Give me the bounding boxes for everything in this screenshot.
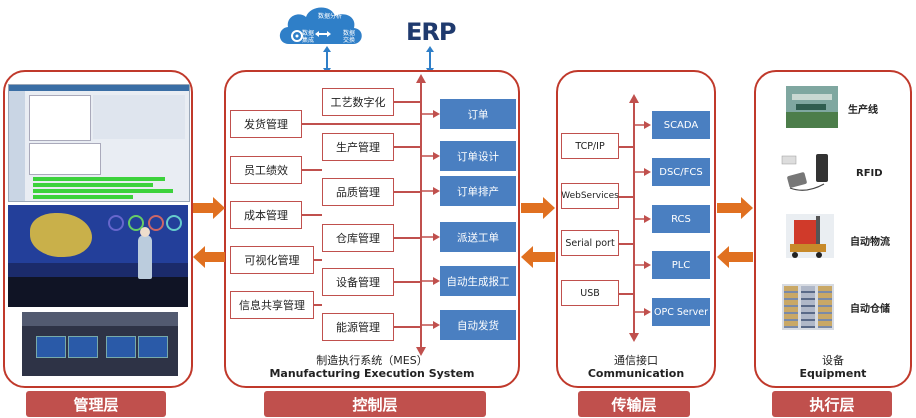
mes-right-item: 订单设计 [440, 141, 516, 171]
comm-right-item: SCADA [652, 111, 710, 139]
mes-caption-cn: 制造执行系统（MES） [316, 354, 428, 367]
comm-bus-arrow-down [629, 333, 639, 342]
equipment-label: 生产线 [848, 105, 878, 116]
mes-right-item: 自动生成报工 [440, 266, 516, 296]
comm-caption-cn: 通信接口 [614, 354, 658, 367]
connector [394, 101, 420, 103]
equipment-caption-cn: 设备 [822, 354, 844, 367]
connector [394, 146, 420, 148]
erp-label: ERP [406, 18, 456, 46]
flow-arrow-left [193, 246, 225, 268]
mes-bus-arrow-up [416, 74, 426, 83]
connector [302, 214, 322, 216]
comm-caption-en: Communication [587, 367, 685, 380]
mes-bus-arrow-down [416, 347, 426, 356]
software-screenshot-image [8, 84, 190, 202]
connector [314, 259, 322, 261]
mes-left-item: 员工绩效 [230, 156, 302, 184]
mes-middle-item: 生产管理 [322, 133, 394, 161]
layer-tab-management: 管理层 [26, 391, 166, 417]
connector [394, 237, 420, 239]
mes-caption: 制造执行系统（MES） Manufacturing Execution Syst… [240, 354, 504, 380]
mes-left-item: 信息共享管理 [230, 291, 314, 319]
connector [394, 281, 420, 283]
mes-right-item: 自动发货 [440, 310, 516, 340]
rfid-image [781, 154, 828, 191]
comm-left-item: USB [561, 280, 619, 306]
auto-logistics-image [786, 214, 834, 258]
mes-left-item: 成本管理 [230, 201, 302, 229]
display-board-image [22, 312, 178, 376]
flow-arrow-left [521, 246, 555, 268]
equipment-label: 自动仓储 [850, 304, 890, 315]
mes-caption-en: Manufacturing Execution System [269, 367, 475, 380]
equipment-caption: 设备 Equipment [758, 354, 908, 380]
comm-caption: 通信接口 Communication [560, 354, 712, 380]
comm-right-item: OPC Server [652, 298, 710, 326]
cloud-icon [279, 7, 362, 44]
connector [619, 293, 633, 295]
flow-arrow-left [717, 246, 753, 268]
comm-bus-arrow-up [629, 94, 639, 103]
mes-middle-item: 设备管理 [322, 268, 394, 296]
auto-warehouse-image [782, 284, 834, 330]
mes-right-item: 订单 [440, 99, 516, 129]
comm-left-item: WebServices [561, 183, 619, 209]
connector [302, 123, 420, 125]
comm-right-item: RCS [652, 205, 710, 233]
mes-left-item: 发货管理 [230, 110, 302, 138]
flow-arrow-right [717, 197, 753, 219]
layer-tab-transport: 传输层 [578, 391, 690, 417]
connector [619, 243, 633, 245]
layer-tab-control: 控制层 [264, 391, 486, 417]
mes-middle-item: 工艺数字化 [322, 88, 394, 116]
mes-right-arrows [421, 110, 440, 329]
comm-left-item: Serial port [561, 230, 619, 256]
equipment-caption-en: Equipment [799, 367, 867, 380]
comm-left-item: TCP/IP [561, 133, 619, 159]
connector [394, 191, 420, 193]
comm-right-item: PLC [652, 251, 710, 279]
comm-bus-line [633, 100, 635, 336]
mes-bus-line [420, 80, 422, 350]
cloud-left-label: 数据集成 [302, 30, 315, 44]
comm-right-item: DSC/FCS [652, 158, 710, 186]
mes-right-item: 订单排产 [440, 176, 516, 206]
control-room-image [8, 205, 188, 307]
mes-left-item: 可视化管理 [230, 246, 314, 274]
equipment-label: RFID [856, 168, 883, 179]
connector [619, 196, 633, 198]
flow-arrow-right [193, 197, 225, 219]
connector [394, 326, 420, 328]
mes-middle-item: 品质管理 [322, 178, 394, 206]
mes-right-item: 派送工单 [440, 222, 516, 252]
mes-middle-item: 能源管理 [322, 313, 394, 341]
equipment-label: 自动物流 [850, 237, 890, 248]
cloud-right-label: 数据交换 [343, 30, 356, 44]
mes-middle-item: 仓库管理 [322, 224, 394, 252]
layer-tab-execution: 执行层 [772, 391, 892, 417]
connector [302, 169, 322, 171]
comm-right-arrows [634, 121, 651, 316]
connector [619, 146, 633, 148]
flow-arrow-right [521, 197, 555, 219]
cloud-title: 数据分析 [318, 13, 343, 20]
connector [314, 304, 322, 306]
production-line-image [786, 86, 838, 128]
